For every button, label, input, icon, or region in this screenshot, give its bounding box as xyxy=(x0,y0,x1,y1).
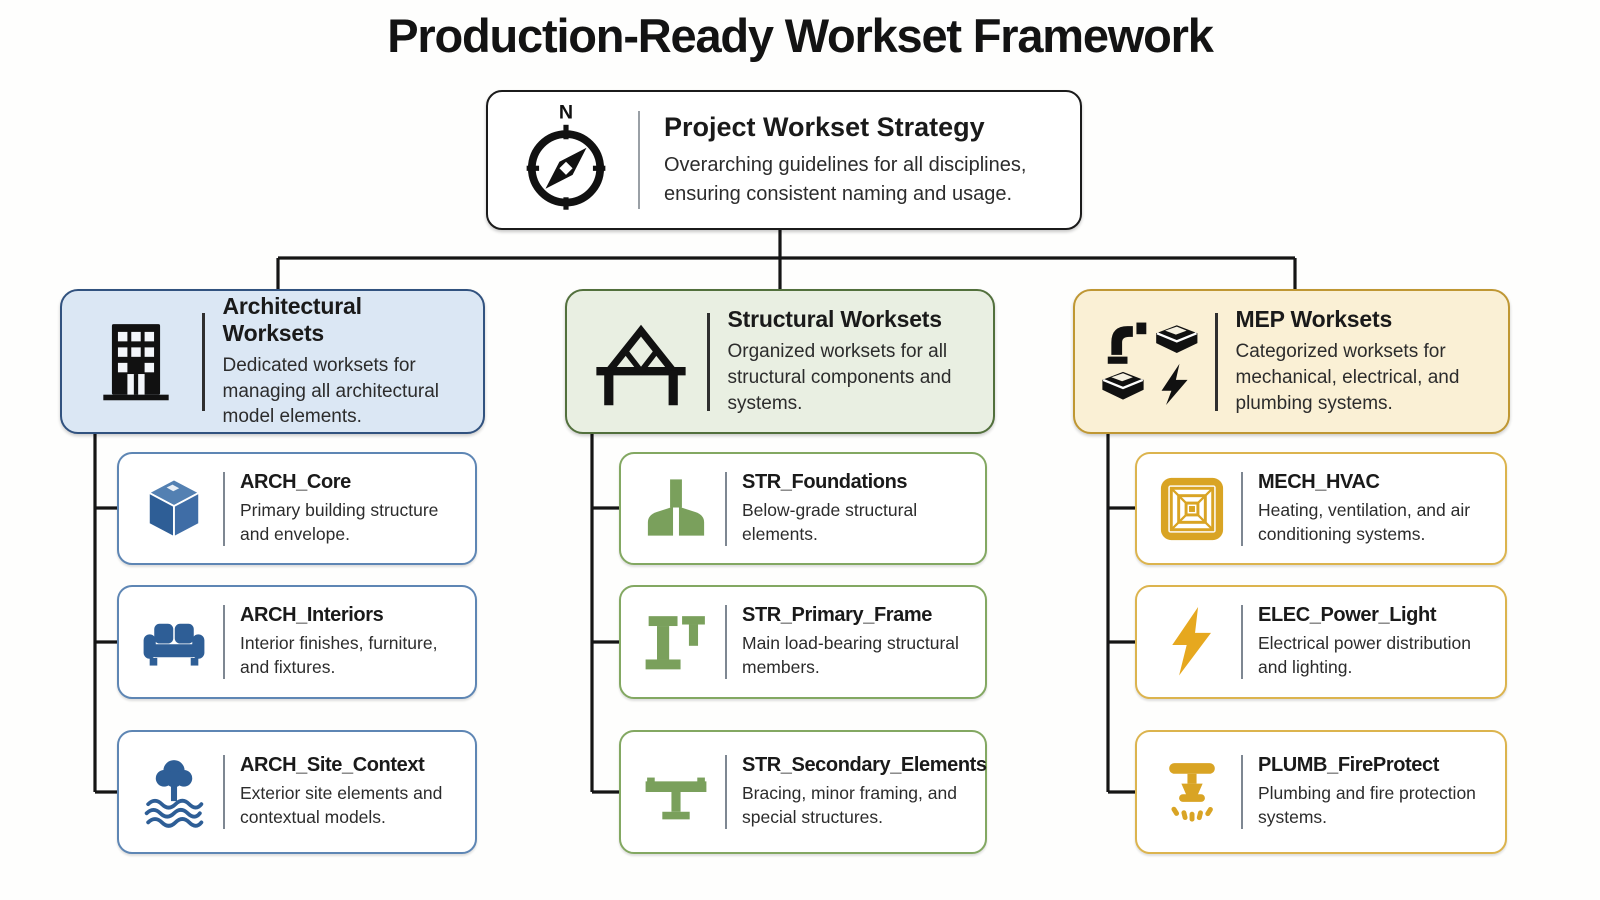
child-node-plumb-fireprotect: PLUMB_FireProtect Plumbing and fire prot… xyxy=(1135,730,1507,854)
root-title: Project Workset Strategy xyxy=(664,112,985,143)
child-description: Plumbing and fire protection systems. xyxy=(1258,783,1476,827)
branch-description: Dedicated worksets for managing all arch… xyxy=(222,354,440,428)
branch-node-architectural-worksets: Architectural Worksets Dedicated workset… xyxy=(60,289,485,434)
child-title: ARCH_Core xyxy=(240,470,351,493)
mep-systems-icon xyxy=(1093,310,1205,414)
cube-icon xyxy=(133,467,215,551)
root-node-project-workset-strategy: N Project Workset Strategy Overarching g… xyxy=(486,90,1082,230)
child-description: Electrical power distribution and lighti… xyxy=(1258,633,1472,677)
divider xyxy=(223,755,225,829)
child-node-arch-site-context: ARCH_Site_Context Exterior site elements… xyxy=(117,730,477,854)
divider xyxy=(223,471,225,546)
child-description: Interior finishes, furniture, and fixtur… xyxy=(240,633,438,677)
divider xyxy=(638,111,640,209)
child-description: Main load-bearing structural members. xyxy=(742,633,959,677)
truss-icon xyxy=(585,310,697,414)
building-icon xyxy=(80,310,192,414)
child-title: PLUMB_FireProtect xyxy=(1258,754,1440,777)
hvac-diffuser-icon xyxy=(1151,467,1233,551)
divider xyxy=(1241,471,1243,546)
child-node-elec-power-light: ELEC_Power_Light Electrical power distri… xyxy=(1135,585,1507,699)
divider xyxy=(725,471,727,546)
divider xyxy=(1241,605,1243,679)
i-beam-icon xyxy=(635,600,717,684)
child-description: Heating, ventilation, and air conditioni… xyxy=(1258,499,1471,544)
child-title: ARCH_Site_Context xyxy=(240,754,425,777)
child-node-arch-interiors: ARCH_Interiors Interior finishes, furnit… xyxy=(117,585,477,699)
lightning-bolt-icon xyxy=(1151,600,1233,684)
child-node-str-secondary-elements: STR_Secondary_Elements Bracing, minor fr… xyxy=(619,730,987,854)
foundation-icon xyxy=(635,467,717,551)
sprinkler-icon xyxy=(1151,750,1233,834)
page-title: Production-Ready Workset Framework xyxy=(387,9,1214,62)
child-node-mech-hvac: MECH_HVAC Heating, ventilation, and air … xyxy=(1135,452,1507,565)
divider xyxy=(725,755,727,829)
compass-north-label: N xyxy=(559,102,573,124)
child-title: STR_Foundations xyxy=(742,470,908,493)
root-description: Overarching guidelines for all disciplin… xyxy=(664,154,1027,205)
child-title: STR_Primary_Frame xyxy=(742,604,932,627)
branch-title: Architectural Worksets xyxy=(222,292,362,346)
branch-title: Structural Worksets xyxy=(727,306,943,333)
child-description: Exterior site elements and contextual mo… xyxy=(240,783,443,827)
divider xyxy=(725,605,727,679)
child-node-arch-core: ARCH_Core Primary building structure and… xyxy=(117,452,477,565)
child-title: MECH_HVAC xyxy=(1258,470,1380,493)
branch-title: MEP Worksets xyxy=(1235,306,1393,333)
sofa-icon xyxy=(133,600,215,684)
branch-node-mep-worksets: MEP Worksets Categorized worksets for me… xyxy=(1073,289,1510,434)
branch-description: Organized worksets for all structural co… xyxy=(727,341,952,414)
divider xyxy=(707,312,710,411)
child-description: Below-grade structural elements. xyxy=(742,499,918,544)
branch-node-structural-worksets: Structural Worksets Organized worksets f… xyxy=(565,289,995,434)
divider xyxy=(1241,755,1243,829)
divider xyxy=(202,312,205,411)
child-description: Bracing, minor framing, and special stru… xyxy=(742,783,957,827)
child-title: ELEC_Power_Light xyxy=(1258,604,1437,627)
child-node-str-primary-frame: STR_Primary_Frame Main load-bearing stru… xyxy=(619,585,987,699)
tree-waves-icon xyxy=(133,750,215,834)
divider xyxy=(223,605,225,679)
beam-tee-icon xyxy=(635,750,717,834)
child-title: ARCH_Interiors xyxy=(240,604,384,627)
child-title: STR_Secondary_Elements xyxy=(742,754,987,777)
branch-description: Categorized worksets for mechanical, ele… xyxy=(1235,341,1460,414)
child-node-str-foundations: STR_Foundations Below-grade structural e… xyxy=(619,452,987,565)
divider xyxy=(1215,312,1218,411)
child-description: Primary building structure and envelope. xyxy=(240,499,439,544)
compass-icon: N xyxy=(510,98,622,222)
